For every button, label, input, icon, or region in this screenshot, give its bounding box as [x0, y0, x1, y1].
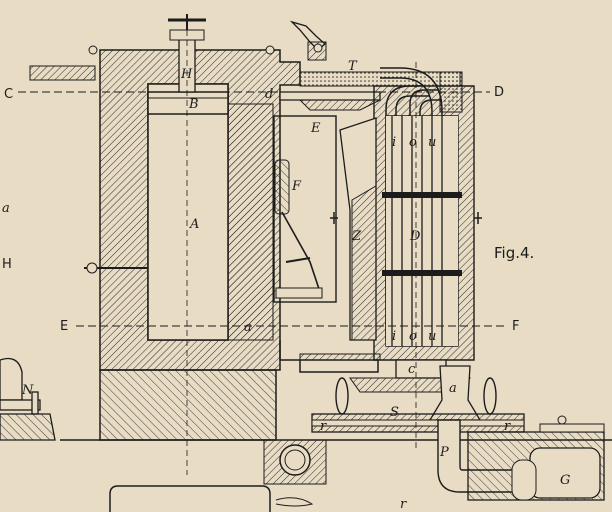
- chamber-A: [147, 83, 229, 341]
- label-F-section: F: [512, 319, 519, 334]
- bottom-outline: [109, 485, 271, 512]
- label-H-left: H: [2, 257, 12, 272]
- pipe-d: [279, 91, 381, 101]
- label-E: E: [310, 121, 321, 136]
- label-S: S: [390, 405, 399, 420]
- trough-a: [279, 340, 379, 373]
- label-u-bot: u: [428, 329, 436, 344]
- door-F: [274, 159, 290, 215]
- piston-B: [147, 91, 229, 115]
- label-D: D: [409, 229, 421, 244]
- label-r-left: r: [320, 419, 327, 434]
- label-c: c: [408, 362, 416, 377]
- label-F: F: [291, 179, 302, 194]
- tap-N: [0, 357, 56, 441]
- label-H-top: H: [180, 67, 193, 82]
- label-N: N: [21, 383, 34, 398]
- label-i-bot: i: [392, 329, 396, 344]
- label-B: B: [188, 97, 199, 112]
- grate-c: [395, 359, 447, 379]
- label-P: P: [439, 445, 449, 460]
- label-r-right: r: [504, 419, 511, 434]
- label-u-top: u: [428, 135, 436, 150]
- label-T: T: [348, 59, 358, 74]
- left-ledge: [29, 65, 96, 81]
- label-C: C: [4, 87, 13, 102]
- base-block: [99, 369, 277, 441]
- inner-wall: [227, 103, 274, 341]
- label-A: A: [189, 217, 199, 232]
- label-o-bot: o: [409, 329, 417, 344]
- label-i-top: i: [392, 135, 396, 150]
- label-G: G: [560, 473, 570, 488]
- label-d: d: [265, 87, 273, 102]
- label-a-left: a: [2, 201, 10, 216]
- label-a: a: [244, 320, 252, 335]
- label-D-section: D: [494, 85, 504, 100]
- label-Z: Z: [351, 229, 362, 244]
- label-E-section: E: [60, 319, 68, 334]
- door-frame: [273, 115, 337, 303]
- label-o-top: o: [409, 135, 417, 150]
- label-r-bottom: r: [400, 497, 407, 512]
- figure-caption: Fig.4.: [494, 244, 534, 262]
- label-a-bottom: a: [449, 381, 457, 396]
